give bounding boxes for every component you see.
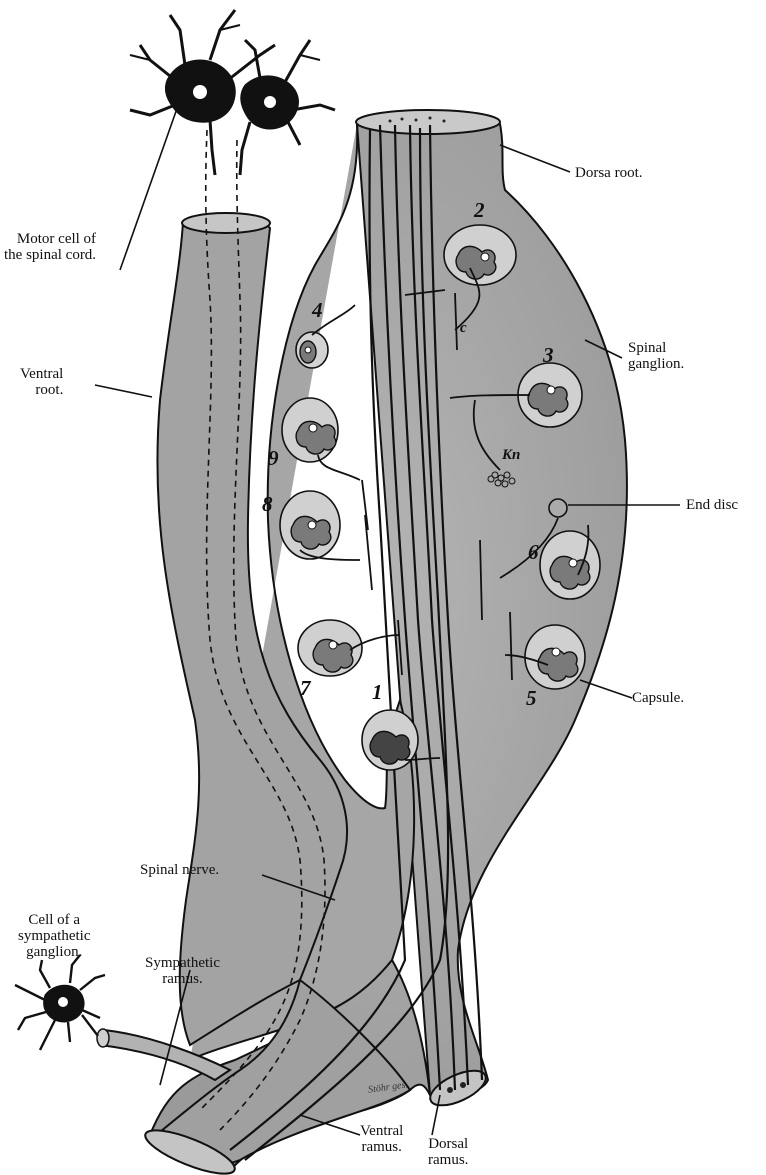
cell-number-7: 7 <box>300 676 311 701</box>
marker-c: c <box>460 320 467 337</box>
end-disc <box>549 499 567 517</box>
label-ventral-ramus: Ventral ramus. <box>360 1123 403 1155</box>
label-ventral-root: Ventral root. <box>20 366 63 398</box>
dorsal-root-end <box>356 110 500 134</box>
marker-kn: Kn <box>502 447 520 464</box>
cell-number-1: 1 <box>372 680 383 705</box>
cell-number-6: 6 <box>528 540 539 565</box>
cell-number-2: 2 <box>474 198 485 223</box>
cell-number-3: 3 <box>543 343 554 368</box>
label-dorsal-root: Dorsa root. <box>575 165 643 181</box>
motor-cells <box>130 10 335 175</box>
label-spinal-nerve: Spinal nerve. <box>140 862 219 878</box>
label-sympathetic-cell: Cell of a sympathetic ganglion. <box>18 912 90 960</box>
label-motor-cell: Motor cell of the spinal cord. <box>4 231 96 263</box>
cell-number-8: 8 <box>262 492 273 517</box>
label-end-disc: End disc <box>686 497 738 513</box>
label-spinal-ganglion: Spinal ganglion. <box>628 340 684 372</box>
ventral-root-end <box>182 213 270 233</box>
cell-number-5: 5 <box>526 686 537 711</box>
cell-number-4: 4 <box>312 298 323 323</box>
label-dorsal-ramus: Dorsal ramus. <box>428 1136 468 1168</box>
label-sympathetic-ramus: Sympathetic ramus. <box>145 955 220 987</box>
cell-number-9: 9 <box>268 446 279 471</box>
label-capsule: Capsule. <box>632 690 684 706</box>
